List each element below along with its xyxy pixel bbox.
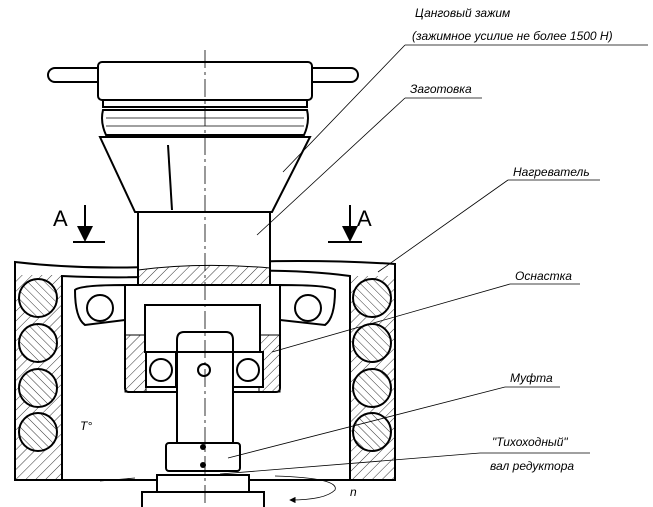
section-marker-right <box>328 205 362 243</box>
section-label-left: A <box>53 206 68 231</box>
heater-coils-right <box>352 278 392 452</box>
shaft <box>176 331 234 444</box>
label-heater: Нагреватель <box>513 165 590 179</box>
label-collet: Цанговый зажим <box>415 6 510 20</box>
label-shaft-line1: "Тихоходный" <box>492 435 568 449</box>
label-workpiece: Заготовка <box>410 82 472 96</box>
rotation-label: n <box>350 485 357 499</box>
leader-lines <box>219 44 648 475</box>
reducer-shaft <box>141 474 265 507</box>
rotation-arrow <box>99 475 336 504</box>
heater-furnace <box>14 260 396 481</box>
label-coupling: Муфта <box>510 371 553 385</box>
label-collet-note: (зажимное усилие не более 1500 Н) <box>412 29 613 43</box>
temperature-label: T° <box>80 419 92 433</box>
section-label-right: A <box>357 206 372 231</box>
label-tooling: Оснастка <box>515 269 572 283</box>
heater-coils-left <box>18 278 58 452</box>
collet-clamp <box>47 61 359 213</box>
label-shaft-line2: вал редуктора <box>490 459 574 473</box>
section-marker-left <box>73 205 105 243</box>
coupling <box>165 442 241 472</box>
